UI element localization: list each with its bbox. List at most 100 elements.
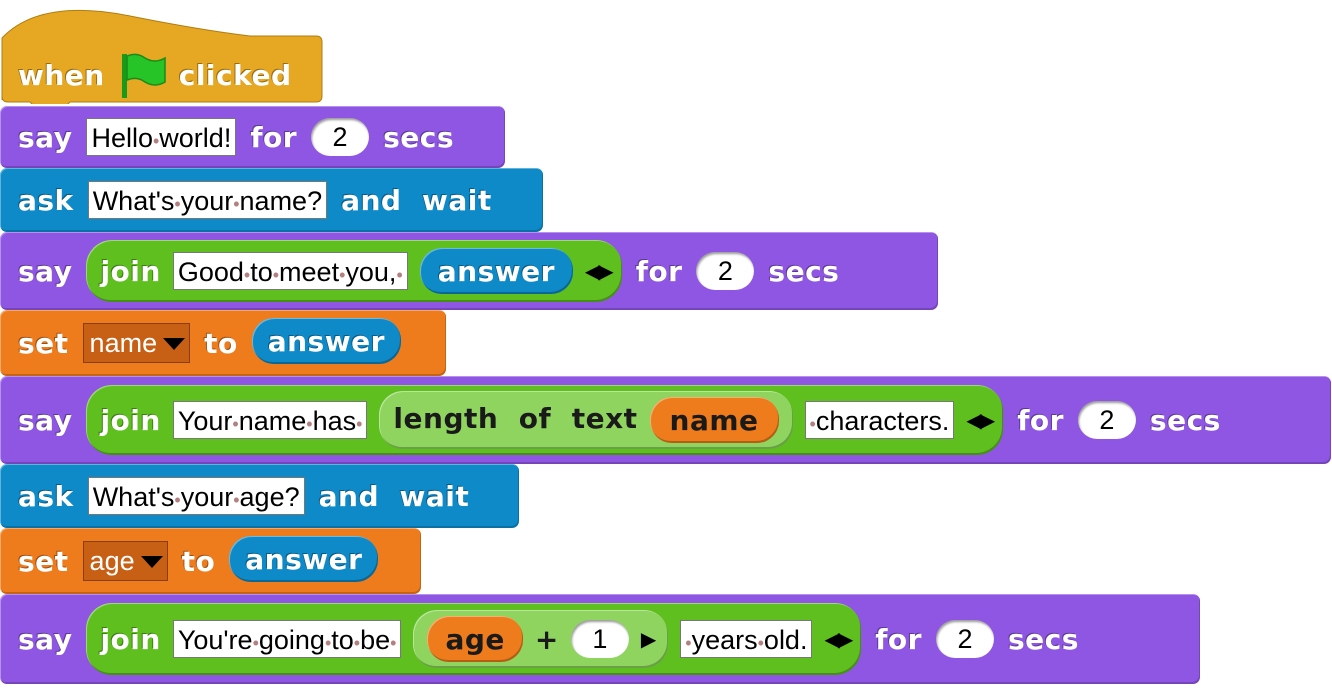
plus-label: +: [534, 622, 559, 656]
sum-reporter[interactable]: age + 1 ▶: [413, 610, 669, 668]
space-dot: •: [232, 414, 239, 434]
text-part: name: [238, 406, 307, 436]
text-part: your: [180, 482, 234, 512]
space-dot: •: [174, 194, 181, 214]
secs-label: secs: [768, 254, 840, 288]
join-reporter[interactable]: join Your•name•has• length of text name …: [86, 385, 1004, 455]
say-label: say: [18, 254, 73, 288]
name-variable-reporter[interactable]: name: [649, 397, 779, 443]
answer-reporter[interactable]: answer: [229, 536, 379, 582]
dropdown-value: name: [89, 328, 158, 358]
ask-and-wait-block-2[interactable]: ask What's•your•age? and wait: [0, 464, 519, 528]
green-flag-icon: [117, 50, 167, 100]
join-text-input[interactable]: •characters.: [804, 401, 955, 439]
for-label: for: [250, 120, 298, 154]
for-label: for: [1017, 403, 1064, 437]
space-dot: •: [152, 131, 160, 151]
space-dot: •: [809, 414, 816, 434]
variable-dropdown[interactable]: name: [82, 323, 191, 363]
set-label: set: [18, 326, 69, 360]
when-label: when: [18, 58, 105, 92]
set-variable-block-2[interactable]: set age to answer: [0, 528, 421, 594]
secs-label: secs: [1149, 403, 1221, 437]
space-dot: •: [233, 194, 240, 214]
join-label: join: [100, 622, 161, 656]
arity-arrows-icon[interactable]: ◀▶: [824, 627, 853, 651]
and-wait-label: and wait: [318, 479, 470, 513]
text-part: has: [312, 406, 357, 436]
space-dot: •: [324, 633, 332, 653]
join-text-input[interactable]: Good•to•meet•you,•: [172, 252, 408, 290]
space-dot: •: [396, 265, 403, 285]
text-input[interactable]: Hello•world!: [86, 118, 237, 156]
space-dot: •: [174, 490, 181, 510]
text-part: years: [691, 625, 758, 655]
join-label: join: [100, 403, 161, 437]
text-part: Good: [177, 257, 244, 287]
set-variable-block-1[interactable]: set name to answer: [0, 310, 446, 376]
variable-dropdown[interactable]: age: [82, 541, 168, 581]
space-dot: •: [390, 633, 397, 653]
dropdown-arrow-icon: [163, 338, 186, 350]
addend-input[interactable]: 1: [570, 620, 629, 658]
space-dot: •: [272, 265, 280, 285]
clicked-label: clicked: [178, 58, 292, 92]
text-part: you,: [345, 257, 397, 287]
arity-arrows-icon[interactable]: ◀▶: [584, 259, 614, 283]
length-of-text-reporter[interactable]: length of text name: [379, 391, 793, 449]
arity-right-arrow-icon[interactable]: ▶: [640, 627, 656, 651]
space-dot: •: [233, 490, 240, 510]
secs-input[interactable]: 2: [1077, 401, 1136, 439]
say-for-secs-block-3[interactable]: say join Your•name•has• length of text n…: [0, 376, 1331, 464]
space-dot: •: [306, 414, 313, 434]
text-part: be: [360, 625, 391, 655]
text-part: What's: [92, 186, 175, 216]
to-label: to: [204, 326, 238, 360]
join-text-input[interactable]: You're•going•to•be•: [172, 620, 402, 658]
space-dot: •: [685, 633, 692, 653]
say-for-secs-block-1[interactable]: say Hello•world! for 2 secs: [0, 106, 505, 168]
question-input[interactable]: What's•your•name?: [87, 181, 328, 219]
length-of-text-label: length of text: [393, 401, 638, 435]
for-label: for: [635, 254, 683, 288]
to-label: to: [181, 544, 216, 578]
ask-and-wait-block-1[interactable]: ask What's•your•name? and wait: [0, 168, 543, 232]
age-variable-reporter[interactable]: age: [427, 616, 523, 662]
join-text-input[interactable]: •years•old.: [680, 620, 813, 658]
text-part: to: [331, 625, 354, 655]
join-reporter[interactable]: join You're•going•to•be• age + 1 ▶ •year…: [86, 603, 862, 675]
secs-input[interactable]: 2: [311, 118, 370, 156]
space-dot: •: [252, 633, 259, 653]
answer-reporter[interactable]: answer: [419, 248, 573, 294]
for-label: for: [875, 622, 922, 656]
secs-label: secs: [1007, 622, 1079, 656]
say-label: say: [18, 622, 73, 656]
space-dot: •: [243, 265, 251, 285]
text-part: Hello: [91, 123, 153, 153]
space-dot: •: [356, 414, 363, 434]
join-reporter[interactable]: join Good•to•meet•you,• answer ◀▶: [86, 240, 622, 302]
text-part: meet: [279, 257, 340, 287]
text-part: world!: [159, 123, 232, 153]
answer-reporter[interactable]: answer: [251, 318, 401, 364]
question-input[interactable]: What's•your•age?: [87, 477, 305, 515]
text-part: You're: [177, 625, 253, 655]
secs-input[interactable]: 2: [935, 620, 994, 658]
set-label: set: [18, 544, 69, 578]
when-flag-clicked-hat[interactable]: when clicked: [0, 0, 324, 104]
ask-label: ask: [18, 479, 74, 513]
secs-input[interactable]: 2: [696, 252, 755, 290]
text-part: your: [180, 186, 234, 216]
dropdown-value: age: [89, 546, 135, 576]
join-text-input[interactable]: Your•name•has•: [172, 401, 368, 439]
say-for-secs-block-4[interactable]: say join You're•going•to•be• age + 1 ▶ •…: [0, 594, 1200, 684]
say-for-secs-block-2[interactable]: say join Good•to•meet•you,• answer ◀▶ fo…: [0, 232, 938, 310]
say-label: say: [18, 120, 73, 154]
hat-shape: [1, 9, 323, 104]
text-part: age?: [239, 482, 300, 512]
text-part: What's: [92, 482, 175, 512]
secs-label: secs: [383, 120, 454, 154]
arity-arrows-icon[interactable]: ◀▶: [966, 408, 995, 432]
text-part: characters.: [815, 406, 950, 436]
space-dot: •: [757, 633, 764, 653]
